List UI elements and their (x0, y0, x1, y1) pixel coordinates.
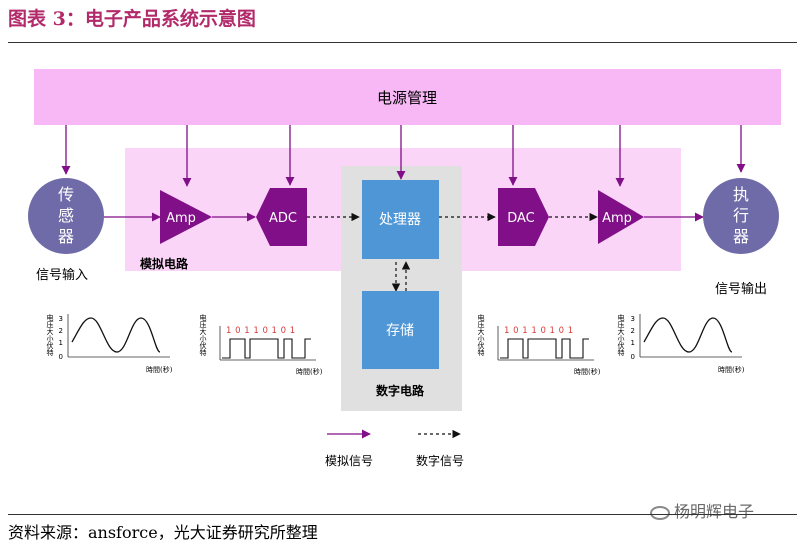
wave4-tick-2: 2 (631, 327, 635, 335)
actuator-label-2: 行 (733, 206, 749, 225)
wave1-tick-1: 1 (59, 339, 63, 347)
processor-block: 处理器 (362, 180, 439, 259)
actuator-label-1: 执 (733, 185, 749, 204)
input-amp-label: Amp (166, 211, 196, 226)
digital-waveform-dac: 电压大小伏特 1 0 1 1 0 1 0 1 時間(秒) (477, 313, 601, 376)
wave1-tick-0: 0 (59, 353, 63, 361)
footer-divider (8, 514, 797, 515)
adc-label: ADC (269, 211, 297, 226)
sensor-label-3: 器 (58, 227, 74, 246)
signal-input-label: 信号输入 (36, 267, 88, 283)
wave4-ylabel: 电压大小伏特 (617, 313, 625, 356)
wave4-tick-1: 1 (631, 339, 635, 347)
title-divider (8, 42, 797, 43)
legend: 模拟信号 数字信号 (325, 429, 464, 468)
sensor-node: 传 感 器 (28, 178, 104, 254)
legend-analog-label: 模拟信号 (325, 454, 373, 468)
wave3-ylabel: 电压大小伏特 (477, 313, 485, 356)
storage-block: 存储 (362, 291, 439, 369)
wave2-ylabel: 电压大小伏特 (199, 313, 207, 356)
figure-title: 图表 3：电子产品系统示意图 (8, 8, 256, 30)
wave2-bits: 1 0 1 1 0 1 0 1 (226, 326, 296, 336)
wave1-xlabel: 時間(秒) (146, 365, 173, 374)
output-amp-label: Amp (602, 211, 632, 226)
wave4-xlabel: 時間(秒) (718, 365, 745, 374)
wave2-xlabel: 時間(秒) (296, 367, 323, 376)
actuator-label-3: 器 (733, 227, 749, 246)
power-arrows (61, 125, 746, 187)
wave1-tick-2: 2 (59, 327, 63, 335)
wave3-xlabel: 時間(秒) (574, 367, 601, 376)
digital-signal-arrows (307, 212, 598, 292)
actuator-node: 执 行 器 (703, 178, 779, 254)
wave4-tick-3: 3 (631, 315, 635, 323)
wave4-tick-0: 0 (631, 353, 635, 361)
analog-waveform-input: 电压大小伏特 3 2 1 0 時間(秒) (46, 313, 173, 374)
wave1-tick-3: 3 (59, 315, 63, 323)
digital-waveform-adc: 电压大小伏特 1 0 1 1 0 1 0 1 時間(秒) (199, 313, 323, 376)
watermark-text: 杨明辉电子 (674, 502, 755, 521)
sensor-label-2: 感 (58, 206, 74, 225)
power-management-band (34, 69, 781, 125)
source-note: 资料来源：ansforce，光大证券研究所整理 (8, 523, 318, 542)
wechat-icon (650, 505, 670, 520)
watermark: 杨明辉电子 (650, 498, 754, 522)
analog-waveform-output: 电压大小伏特 3 2 1 0 時間(秒) (617, 313, 745, 374)
power-label: 电源管理 (377, 89, 437, 107)
sensor-label-1: 传 (58, 185, 74, 204)
storage-label: 存储 (386, 323, 414, 339)
analog-circuit-label: 模拟电路 (140, 256, 189, 271)
digital-circuit-label: 数字电路 (376, 383, 425, 398)
signal-output-label: 信号输出 (715, 281, 767, 297)
input-amp: Amp (160, 190, 212, 244)
legend-digital-label: 数字信号 (416, 453, 464, 468)
wave3-bits: 1 0 1 1 0 1 0 1 (504, 326, 574, 336)
dac-block: DAC (498, 188, 549, 246)
adc-block: ADC (256, 188, 307, 246)
output-amp: Amp (598, 190, 644, 244)
wave1-ylabel: 电压大小伏特 (46, 313, 54, 356)
processor-label: 处理器 (379, 212, 421, 228)
dac-label: DAC (507, 211, 535, 226)
